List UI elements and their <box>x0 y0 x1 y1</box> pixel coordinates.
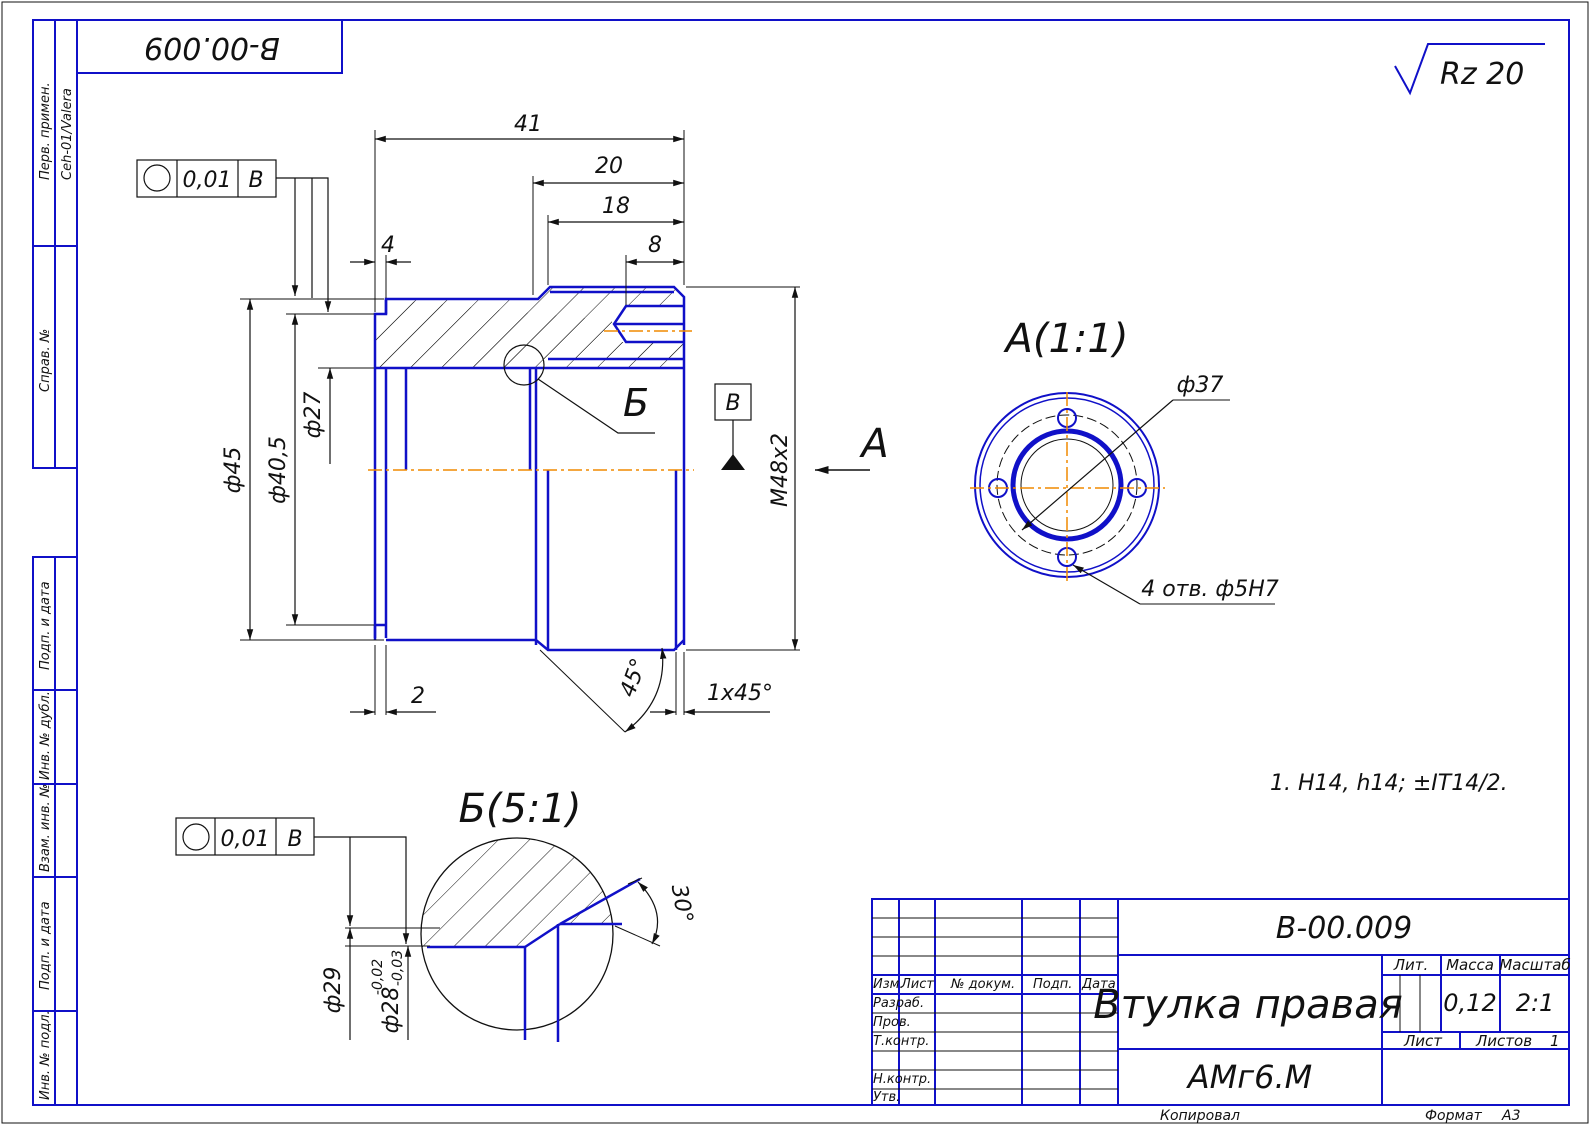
col-podp: Подп. <box>1033 977 1072 992</box>
dim-dia28-tol-upper: -0,02 <box>370 959 386 995</box>
dim-dia28-tol-lower: -0,03 <box>390 950 406 986</box>
dim-angle-45: 45° <box>615 655 652 700</box>
dimension-lines <box>246 135 799 650</box>
footer-format-label: Формат <box>1425 1108 1483 1124</box>
left-stamp-column <box>32 19 78 1106</box>
row-razrab: Разраб. <box>873 996 924 1011</box>
stamp-inv-dubl: Инв. № дубл. <box>38 691 53 780</box>
section-hatch-wall <box>375 287 684 368</box>
detail-b-callout-circle <box>503 344 545 386</box>
stamp-perv-primen-value: Ceh-01/Valera <box>60 88 75 180</box>
title-block <box>871 898 1570 1106</box>
title-mass-label: Масса <box>1446 956 1494 974</box>
title-part-name: Втулка правая <box>1093 982 1403 1028</box>
dim-18: 18 <box>602 194 630 219</box>
dim-41: 41 <box>514 112 542 137</box>
dim-2: 2 <box>411 684 425 709</box>
stamp-sprav-no: Справ. № <box>38 329 53 392</box>
row-prov: Пров. <box>873 1015 911 1030</box>
dim-4: 4 <box>381 233 395 258</box>
col-data: Дата <box>1081 977 1116 992</box>
row-utv: Утв. <box>873 1090 900 1105</box>
dim-8: 8 <box>648 233 662 258</box>
view-a-title: А(1:1) <box>1003 316 1129 362</box>
footer-format-value: А3 <box>1501 1108 1520 1124</box>
datum-triangle <box>721 454 745 470</box>
datum-label: В <box>725 391 740 416</box>
dim-chamfer: 1x45° <box>707 681 773 706</box>
dim-thread: М48x2 <box>768 433 793 507</box>
stamp-perv-primen: Перв. примен. <box>38 82 53 180</box>
footer-copied: Копировал <box>1160 1108 1240 1124</box>
title-sheets-label: Листов <box>1475 1032 1532 1050</box>
top-stamp-box <box>76 19 343 74</box>
title-scale-label: Масштаб <box>1499 956 1570 974</box>
detail-b-title: Б(5:1) <box>458 786 581 832</box>
tolerance-value-2: 0,01 <box>221 827 270 852</box>
title-sheet-label: Лист <box>1403 1032 1443 1050</box>
tolerance-frame-2: 0,01 В <box>175 817 410 944</box>
roughness-value: Rz 20 <box>1440 57 1524 92</box>
dim-dia40-5: ф40,5 <box>266 436 291 504</box>
stamp-podp-data-1: Подп. и дата <box>38 581 53 670</box>
tolerance-datum-1: В <box>248 168 263 193</box>
part-outline <box>373 285 686 652</box>
col-doc: № докум. <box>950 977 1015 992</box>
technical-note: 1. H14, h14; ±IT14/2. <box>1270 771 1508 796</box>
dim-dia37: ф37 <box>1177 373 1224 398</box>
top-stamp-code: B-00.009 <box>144 30 280 65</box>
extension-lines <box>240 130 800 733</box>
dim-holes: 4 отв. ф5Н7 <box>1141 577 1279 602</box>
view-a-arrow-label: А <box>858 421 888 467</box>
tolerance-datum-2: В <box>287 827 302 852</box>
detail-b-leader <box>537 378 655 434</box>
dim-20: 20 <box>595 154 623 179</box>
dim-dia27: ф27 <box>301 392 326 439</box>
title-scale-value: 2:1 <box>1516 989 1555 1017</box>
stamp-vzam-inv: Взам. инв. № <box>38 784 53 872</box>
title-sheets-value: 1 <box>1550 1032 1560 1050</box>
tolerance-value-1: 0,01 <box>183 168 232 193</box>
dim-angle-30: 30° <box>666 882 697 925</box>
row-nkontr: Н.контр. <box>873 1072 931 1087</box>
runout-symbol-icon <box>143 164 171 192</box>
title-mass-value: 0,12 <box>1443 989 1496 1017</box>
title-material: АМг6.М <box>1186 1058 1312 1096</box>
dim-dia29: ф29 <box>321 967 346 1014</box>
stamp-podp-data-2: Подп. и дата <box>38 901 53 990</box>
roughness-symbol <box>1394 43 1545 96</box>
stamp-inv-podl: Инв. № подл. <box>38 1010 53 1100</box>
title-code: В-00.009 <box>1276 911 1412 946</box>
detail-b-label: Б <box>623 381 649 425</box>
dim-45deg-arc <box>624 647 667 733</box>
runout-symbol-icon-2 <box>182 823 210 851</box>
title-lit-label: Лит. <box>1393 956 1429 974</box>
view-a-drawing <box>970 392 1275 605</box>
tolerance-frame-1: 0,01 В <box>136 159 332 312</box>
row-tkontr: Т.контр. <box>873 1034 929 1049</box>
dim-dia45: ф45 <box>221 447 246 494</box>
col-list: Лист <box>900 977 934 992</box>
dim-dia28: ф28 <box>379 987 404 1034</box>
col-izm: Изм. <box>873 977 904 992</box>
